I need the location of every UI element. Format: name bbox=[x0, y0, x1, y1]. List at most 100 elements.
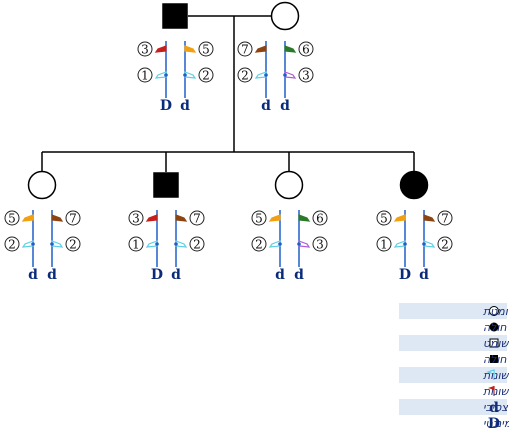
legend-row-2: נקבה חולה bbox=[483, 321, 509, 334]
flag-cyan-icon bbox=[486, 369, 495, 375]
chromosome-left: 52d bbox=[251, 210, 285, 283]
green-flag-icon bbox=[284, 45, 297, 53]
legend-row-band bbox=[399, 367, 507, 383]
chromosome-right: 7 2 d bbox=[419, 210, 453, 283]
marker-number: 7 bbox=[241, 43, 249, 57]
marker-number: 3 bbox=[302, 69, 310, 83]
legend-row-band bbox=[399, 399, 507, 415]
chromosome-left: 5 2 d bbox=[4, 210, 38, 283]
orange-flag-icon bbox=[393, 214, 406, 222]
person-mother: 72d 6 3 d bbox=[237, 1, 314, 114]
square-filled-icon bbox=[490, 355, 498, 363]
allele-label: D bbox=[151, 267, 163, 283]
marker-number: 7 bbox=[69, 212, 77, 226]
legend-row-8: Dאלל דומיננטי bbox=[483, 416, 509, 432]
legend-row-4: זכר חולה bbox=[483, 353, 509, 366]
locus-dot bbox=[403, 242, 407, 246]
brown-flag-icon bbox=[175, 214, 188, 222]
locus-dot bbox=[183, 73, 187, 77]
legend-label: נקבה שומטת bbox=[483, 305, 509, 318]
circle-mother bbox=[270, 1, 300, 31]
marker-number: 7 bbox=[193, 212, 201, 226]
marker-number: 5 bbox=[8, 212, 16, 226]
marker-number: 3 bbox=[132, 212, 140, 226]
marker-number-circle bbox=[237, 67, 253, 83]
locus-dot bbox=[422, 242, 426, 246]
marker-number-circle bbox=[198, 67, 214, 83]
marker-number-circle bbox=[65, 210, 81, 226]
legend-row-1: נקבה שומטת bbox=[399, 303, 509, 319]
legend-label: סמן שונות bbox=[483, 369, 509, 382]
chromosome-left: 51D bbox=[376, 210, 411, 283]
circle-child4 bbox=[399, 170, 429, 200]
allele-label: D bbox=[160, 98, 172, 114]
marker-number-circle bbox=[4, 236, 20, 252]
marker-number: 3 bbox=[141, 43, 149, 57]
person-child1: 5 2 d 7 2 d bbox=[4, 170, 81, 283]
marker-number-circle bbox=[237, 41, 253, 57]
marker-number: 1 bbox=[141, 69, 149, 83]
legend: נקבה שומטת נקבה חולהזכר שומט זכר חולה סמן ש… bbox=[399, 303, 509, 432]
legend-letter: D bbox=[488, 416, 500, 432]
orange-flag-icon bbox=[184, 45, 197, 53]
red-flag-icon bbox=[145, 214, 158, 222]
marker-number: 2 bbox=[255, 238, 263, 252]
legend-label: זכר חולה bbox=[483, 353, 509, 366]
marker-number: 6 bbox=[302, 43, 310, 57]
locus-dot bbox=[31, 242, 35, 246]
circle-open-icon bbox=[489, 306, 499, 316]
chromosome-left: 72d bbox=[237, 41, 271, 114]
marker-number-circle bbox=[312, 210, 328, 226]
circle-child1 bbox=[27, 170, 57, 200]
allele-label: d bbox=[47, 267, 57, 283]
legend-label: אלל רצסיבי bbox=[483, 401, 509, 414]
marker-number: 2 bbox=[8, 238, 16, 252]
marker-number-circle bbox=[198, 41, 214, 57]
marker-number-circle bbox=[65, 236, 81, 252]
chromosome-right: 7 2 d bbox=[47, 210, 81, 283]
marker-number-circle bbox=[4, 210, 20, 226]
legend-label: סמן שונות bbox=[483, 385, 509, 398]
marker-number: 3 bbox=[316, 238, 324, 252]
allele-label: d bbox=[261, 98, 271, 114]
circle-filled-icon bbox=[489, 322, 499, 332]
legend-label: נקבה חולה bbox=[483, 321, 509, 334]
legend-label: אלל דומיננטי bbox=[483, 417, 509, 430]
legend-row-7: dאלל רצסיבי bbox=[399, 399, 509, 416]
marker-number: 2 bbox=[69, 238, 77, 252]
circle-child3 bbox=[274, 170, 304, 200]
marker-number: 2 bbox=[202, 69, 210, 83]
green-flag-icon bbox=[298, 214, 311, 222]
marker-number-circle bbox=[298, 41, 314, 57]
chromosome-right: 72d bbox=[171, 210, 205, 283]
legend-row-3: זכר שומט bbox=[399, 335, 509, 351]
brown-flag-icon bbox=[254, 45, 267, 53]
orange-flag-icon bbox=[21, 214, 34, 222]
locus-dot bbox=[50, 242, 54, 246]
allele-label: d bbox=[28, 267, 38, 283]
marker-number: 5 bbox=[255, 212, 263, 226]
brown-flag-icon bbox=[51, 214, 64, 222]
allele-label: d bbox=[419, 267, 429, 283]
marker-number-circle bbox=[312, 236, 328, 252]
marker-number-circle bbox=[137, 67, 153, 83]
marker-number: 6 bbox=[316, 212, 324, 226]
square-child2 bbox=[153, 172, 179, 198]
chromosome-right: 63d bbox=[280, 41, 314, 114]
square-open-icon bbox=[489, 338, 499, 348]
legend-letter: d bbox=[489, 400, 499, 416]
marker-number-circle bbox=[437, 236, 453, 252]
marker-number: 2 bbox=[441, 238, 449, 252]
allele-label: d bbox=[294, 267, 304, 283]
person-child4: 51D 7 2 d bbox=[376, 170, 453, 283]
brown-flag-icon bbox=[423, 214, 436, 222]
red-flag-icon bbox=[154, 45, 167, 53]
pedigree-lines bbox=[41, 15, 415, 172]
square-father bbox=[162, 3, 188, 29]
chromosome-left: 3 1D bbox=[137, 41, 172, 114]
marker-number-circle bbox=[251, 236, 267, 252]
marker-number: 5 bbox=[202, 43, 210, 57]
marker-number: 7 bbox=[441, 212, 449, 226]
